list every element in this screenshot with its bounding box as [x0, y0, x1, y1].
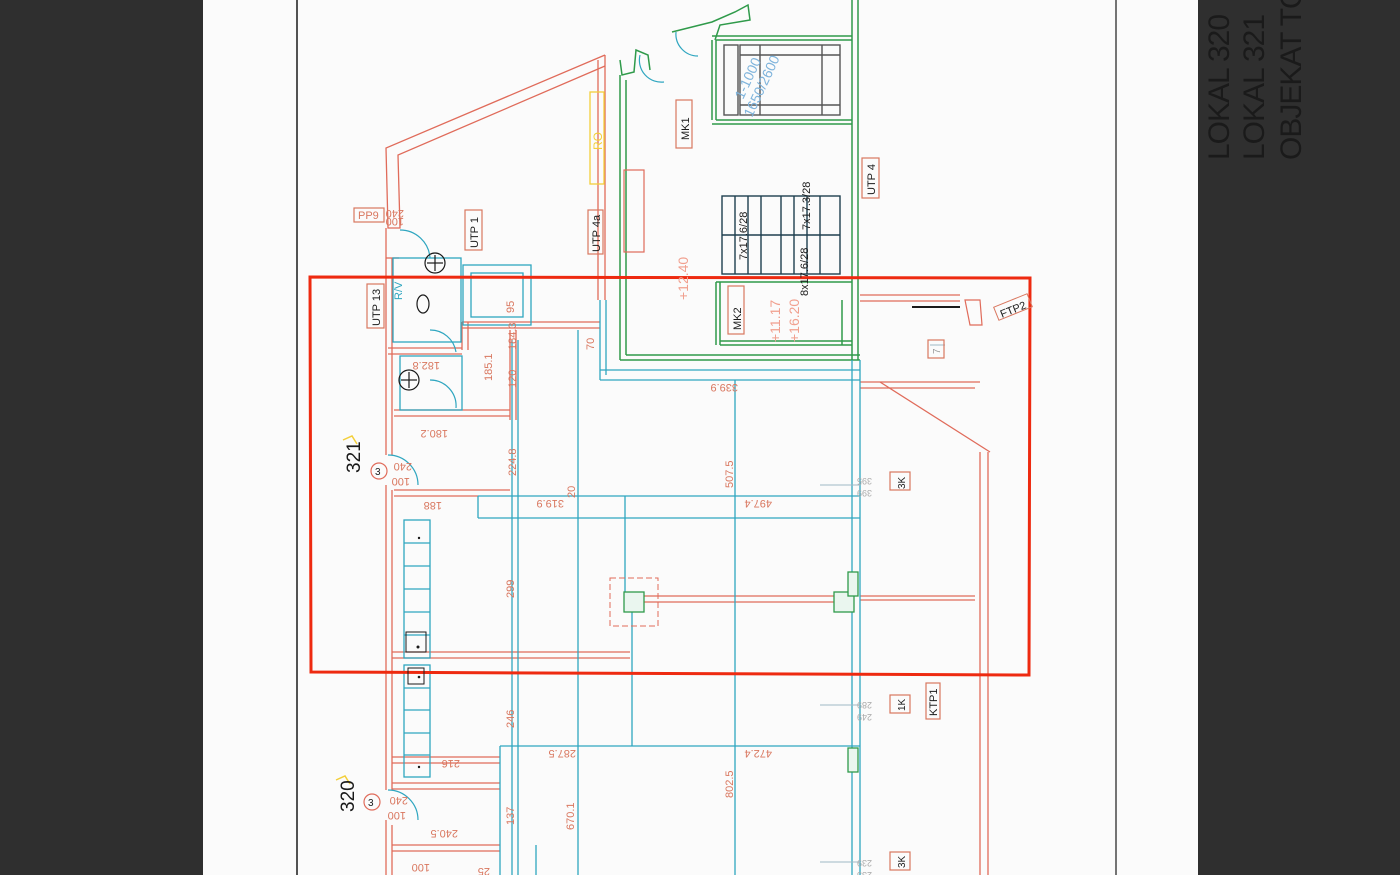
- ftp2-box: [993, 293, 1033, 321]
- dim: 240.5: [430, 827, 458, 839]
- dim: 670.1: [565, 802, 577, 830]
- dim: 507.5: [724, 460, 736, 488]
- tag-3k-b: 3K: [897, 855, 908, 868]
- lokal-320-label: 320: [338, 780, 359, 812]
- door-circles: [363, 462, 388, 811]
- dim: 289: [857, 700, 872, 710]
- utp4-label: UTP 4: [866, 164, 878, 195]
- dim: 20: [566, 486, 578, 498]
- dim: 70: [585, 338, 597, 350]
- stair-label-1: 7x17.6/28: [738, 212, 750, 260]
- dim: 399: [857, 488, 872, 498]
- dim: 239: [857, 858, 872, 868]
- dim: 249: [857, 712, 872, 722]
- dim: 185.1: [483, 353, 495, 381]
- title-line-3: OBJEKAT TQ PL: [1275, 0, 1308, 160]
- dim: 100: [392, 475, 410, 487]
- dim: 224.8: [507, 448, 519, 476]
- title-line-2: LOKAL 321: [1238, 15, 1271, 160]
- columns: [623, 571, 859, 773]
- door-number-2: 3: [368, 798, 374, 809]
- dim: 188: [424, 499, 442, 511]
- dim: 246: [505, 710, 517, 728]
- red-walls: [385, 54, 991, 875]
- glazing: [820, 344, 945, 863]
- toilet-icon: [398, 252, 446, 391]
- dim: 100: [386, 215, 404, 227]
- stairs: [721, 195, 841, 275]
- dim: 100: [388, 809, 406, 821]
- dim: 472.4: [744, 747, 772, 759]
- mk2-label: MK2: [732, 307, 744, 330]
- ktp1-label: KTP1: [928, 688, 940, 716]
- elevation-1: +11.17: [767, 300, 783, 342]
- tag-3k-a: 3K: [897, 476, 908, 489]
- dim: 339.9: [710, 381, 738, 393]
- dimension-labels: 95 70 184.3 185.1 120 182.8 180.2 224.8 …: [386, 207, 872, 875]
- dim: 184.3: [507, 322, 519, 350]
- dim: 319.9: [536, 497, 564, 509]
- title-line-1: LOKAL 320: [1203, 15, 1236, 160]
- rv-label: R/V: [393, 281, 405, 300]
- dim: 137: [505, 807, 517, 825]
- dim: 287.5: [548, 747, 576, 759]
- utp4a-label: UTP 4a: [591, 214, 603, 252]
- dim: 299: [505, 580, 517, 598]
- ftp2-label: FTP2: [999, 300, 1028, 321]
- utp13-label: UTP 13: [371, 289, 383, 326]
- dim: 100: [412, 861, 430, 873]
- tag-seven: 7: [932, 348, 943, 354]
- elevation-2: +16.20: [786, 299, 802, 342]
- dim: 182.8: [412, 359, 440, 371]
- floor-plan: UTP 13 UTP 1 UTP 4a UTP 4 MK1 MK2 PP9 FT…: [296, 0, 1117, 875]
- dim: 120: [507, 370, 519, 388]
- highlight-area: [308, 275, 1032, 677]
- label-boxes: [353, 99, 945, 871]
- tag-1k: 1K: [897, 698, 908, 711]
- tag-yellow: [335, 435, 358, 785]
- ro-box: [589, 91, 605, 185]
- title-block: LOKAL 320 LOKAL 321 OBJEKAT TQ PL: [1193, 0, 1323, 175]
- dim: 180.2: [420, 427, 448, 439]
- dim: 240: [390, 794, 408, 806]
- ro-label: RO: [591, 132, 605, 150]
- drawing-sheet: UTP 13 UTP 1 UTP 4a UTP 4 MK1 MK2 PP9 FT…: [203, 0, 1308, 875]
- elevation-3: +12.40: [675, 257, 691, 300]
- utp1-label: UTP 1: [469, 217, 481, 248]
- lift: [723, 44, 841, 116]
- stair-label-3: 8x17.6/28: [799, 248, 811, 296]
- dim: 95: [505, 301, 517, 313]
- dim: 497.4: [744, 497, 772, 509]
- lokal-321-label: 321: [344, 441, 365, 473]
- dim: 240: [386, 207, 404, 219]
- dim: 216: [442, 757, 460, 769]
- dim: 240: [394, 460, 412, 472]
- dim: 395: [857, 476, 872, 486]
- column-outline: [609, 577, 659, 627]
- doors: [387, 31, 699, 821]
- door-number-1: 3: [375, 467, 381, 478]
- marks: [405, 306, 960, 769]
- mk1-label: MK1: [680, 117, 692, 140]
- plan-labels: UTP 13 UTP 1 UTP 4a UTP 4 MK1 MK2 PP9 FT…: [338, 52, 1028, 868]
- red-small-boxes: [623, 169, 983, 326]
- dim: 802.5: [724, 770, 736, 798]
- dim: 25: [478, 865, 490, 875]
- pp9-label: PP9: [358, 210, 379, 222]
- stair-label-2: 7x17.3/28: [801, 182, 813, 230]
- dim: 235: [857, 870, 872, 875]
